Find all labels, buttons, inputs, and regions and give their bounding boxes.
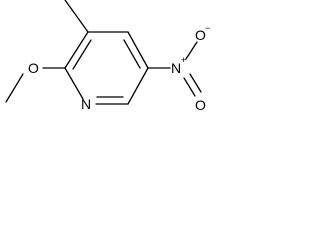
nitro-nitrogen-charge: + [181, 55, 186, 65]
pyridine-ring [64, 31, 149, 105]
bond-c4-c5 [127, 31, 149, 69]
bond-n1-c2 [64, 67, 84, 100]
nitro-oxygen-top-charge: − [205, 23, 210, 33]
nitro-oxygen-bottom-label: O [195, 97, 206, 113]
methoxy-bond-methyl [5, 73, 24, 103]
nitro-bond-o-bottom-1 [183, 77, 196, 97]
double-bond-c4-c5-inner [123, 39, 141, 69]
nitro-nitrogen-label: N [171, 60, 181, 76]
bond-c2-c3 [64, 31, 89, 69]
ring-nitrogen-label: N [81, 96, 91, 112]
double-bond-c2-c3-inner [72, 39, 92, 70]
methoxy-oxygen-label: O [28, 60, 39, 76]
nitro-oxygen-top-label: O [195, 27, 206, 43]
nitro-bond-o-bottom-2 [189, 73, 202, 93]
methyl-bond [64, 0, 89, 33]
structure-diagram: O N N + O − O [5, 0, 210, 113]
nitro-bond-o-top [185, 41, 198, 60]
bond-c5-c6 [127, 67, 149, 105]
